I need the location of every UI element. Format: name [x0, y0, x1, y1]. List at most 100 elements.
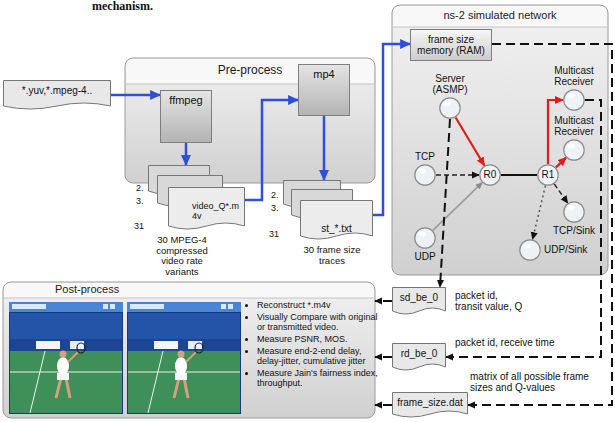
annotation: 2.	[136, 183, 144, 193]
file-document: rd_be_0	[392, 343, 446, 371]
box-label: frame size memory (RAM)	[411, 34, 491, 56]
panel-ground	[392, 5, 608, 275]
network-node: Server (ASMP)	[439, 97, 461, 119]
node-label: R0	[479, 164, 501, 186]
node-circle-outline	[520, 240, 540, 260]
panel-ground	[125, 58, 375, 183]
node-circle	[414, 164, 436, 186]
document-sheet	[393, 393, 468, 418]
node-label: UDP	[410, 251, 440, 262]
document-sheet	[4, 81, 111, 110]
node-label: Multicast Receiver	[548, 115, 600, 137]
network-node: TCP/Sink	[563, 201, 585, 223]
annotation: 30 MPEG-4 compressed video rate variants	[146, 235, 218, 278]
player-head	[60, 351, 67, 358]
connector	[554, 184, 567, 203]
node-circle-outline	[415, 165, 435, 185]
node-circle	[439, 97, 461, 119]
connector	[375, 404, 392, 406]
bullet-item: Measure Jain's fairness index, throughpu…	[257, 368, 384, 388]
window-button	[103, 304, 108, 309]
node-highlight	[567, 94, 575, 99]
video-screenshot	[9, 302, 123, 414]
node-label: R1	[537, 164, 559, 186]
file-sheet	[301, 201, 373, 240]
file-name: frame_size.dat	[392, 392, 468, 408]
node-circle-outline	[538, 165, 558, 185]
tennis-court	[10, 351, 122, 413]
process-box: frame size memory (RAM)	[410, 29, 492, 61]
node-circle	[519, 239, 541, 261]
node-highlight	[418, 169, 426, 174]
node-label: Server (ASMP)	[423, 73, 477, 95]
panel-title: Post-process	[55, 283, 175, 295]
annotation: matrix of all possible frame sizes and Q…	[470, 371, 606, 393]
video-screenshot	[127, 302, 241, 414]
connector	[468, 44, 612, 405]
annotation: 3.	[271, 203, 279, 213]
annotation: 3.	[136, 196, 144, 206]
node-circle-outline	[564, 202, 584, 222]
node-highlight	[567, 144, 575, 149]
file-stack: video_Q*.m4v	[148, 165, 245, 230]
network-node: Multicast Receiver	[563, 89, 585, 111]
court-line	[30, 351, 45, 413]
player-arm	[68, 352, 78, 362]
connector	[323, 116, 326, 180]
panel-title: ns-2 simulated network	[392, 9, 608, 21]
annotation: 2.	[271, 190, 279, 200]
bullet-item: Measure end-2-end delay, delay-jitter, c…	[257, 346, 384, 366]
connector	[373, 44, 410, 215]
title-mark	[12, 304, 46, 309]
node-label: TCP	[410, 151, 440, 162]
stadium-wall	[10, 313, 122, 339]
panel-header-rule	[393, 27, 607, 28]
node-circle	[563, 139, 585, 161]
panel-header-band	[393, 6, 607, 27]
connector	[433, 183, 482, 231]
connector	[446, 100, 601, 357]
connector	[185, 143, 188, 165]
node-circle	[563, 201, 585, 223]
network-node: UDP/Sink	[519, 239, 541, 261]
process-box: ffmpeg	[160, 90, 212, 143]
connector	[556, 158, 566, 168]
node-highlight	[567, 206, 575, 211]
annotation: 30 frame size traces	[292, 245, 372, 266]
player-leg	[56, 378, 61, 398]
file-document: sd_be_0	[392, 287, 446, 315]
network-node: Multicast Receiver	[563, 139, 585, 161]
file-document: *.yuv,*.mpeg-4..	[3, 80, 111, 110]
node-circle	[563, 89, 585, 111]
panel-header-band	[4, 283, 374, 298]
node-circle-outline	[415, 228, 435, 248]
bullet-item: Reconstruct *.m4v	[257, 300, 384, 310]
box-label: ffmpeg	[161, 91, 211, 106]
file-sheet	[169, 188, 245, 230]
title-bar	[9, 302, 123, 312]
network-node: TCP	[414, 164, 436, 186]
node-circle-outline	[480, 165, 500, 185]
bullet-item: Measure PSNR, MOS.	[257, 334, 384, 344]
connector	[375, 356, 392, 358]
document-sheet	[393, 288, 446, 315]
network-node: R0	[479, 164, 501, 186]
node-circle-outline	[564, 90, 584, 110]
node-label: Multicast Receiver	[548, 65, 600, 87]
network-node: UDP	[414, 227, 436, 249]
connector	[501, 174, 537, 176]
panel-header-rule	[4, 298, 374, 299]
file-name: video_Q*.m4v	[192, 201, 242, 221]
connector	[436, 174, 479, 175]
player-shirt	[57, 357, 69, 375]
network-node: R1	[537, 164, 559, 186]
connector	[440, 119, 450, 287]
sponsor-board	[10, 339, 122, 351]
bullet-item: Visually Compare with original or transm…	[257, 312, 384, 332]
file-stack: st_*.txt	[283, 180, 373, 240]
annotation: 31	[134, 221, 144, 231]
node-highlight	[443, 102, 451, 107]
screen-frame	[9, 302, 123, 414]
annotation: packet id, transit value, Q	[455, 290, 527, 312]
annotation: mechanism.	[92, 0, 153, 13]
